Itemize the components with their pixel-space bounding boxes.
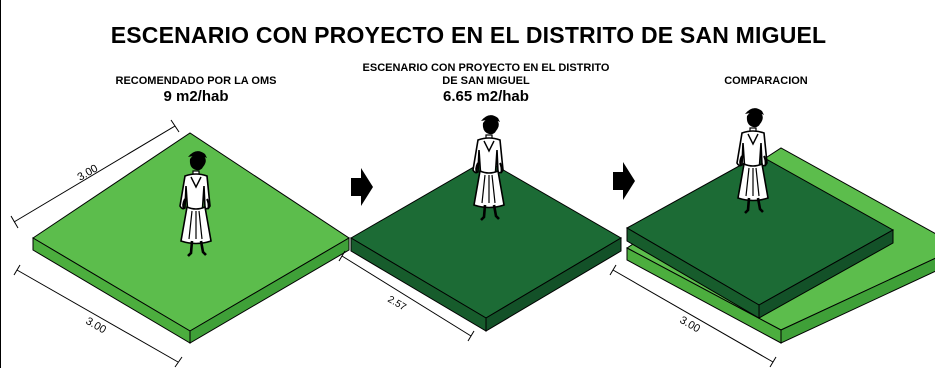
panel-project-slab [350, 159, 622, 332]
panel-comparison-heading: COMPARACION [724, 75, 808, 87]
dimension-label-comparison: 3.00 [678, 314, 703, 335]
arrow-right-icon [613, 162, 635, 200]
dimension-label-top: 3.00 [76, 162, 101, 183]
panel-project-heading-line1: ESCENARIO CON PROYECTO EN EL DISTRITO [362, 62, 610, 74]
diagram-title: ESCENARIO CON PROYECTO EN EL DISTRITO DE… [110, 22, 827, 48]
panel-oms-value: 9 m2/hab [163, 88, 229, 105]
panel-comparison-slab-overlay [625, 154, 895, 319]
panel-oms-header: RECOMENDADO POR LA OMS 9 m2/hab [86, 75, 306, 106]
dimension-label-project: 2.57 [386, 294, 409, 313]
panel-comparison-header: COMPARACION [696, 75, 836, 88]
arrow-right-icon [351, 168, 373, 206]
panel-oms-heading: RECOMENDADO POR LA OMS [115, 75, 277, 87]
dimension-label-bottom-left: 3.00 [84, 315, 109, 336]
panel-project-header: ESCENARIO CON PROYECTO EN EL DISTRITO DE… [331, 62, 641, 106]
person-figure-3 [735, 106, 770, 215]
person-figure-2 [471, 113, 506, 222]
panel-project-heading-line2: DE SAN MIGUEL [442, 75, 530, 87]
panel-project-value: 6.65 m2/hab [443, 88, 529, 105]
